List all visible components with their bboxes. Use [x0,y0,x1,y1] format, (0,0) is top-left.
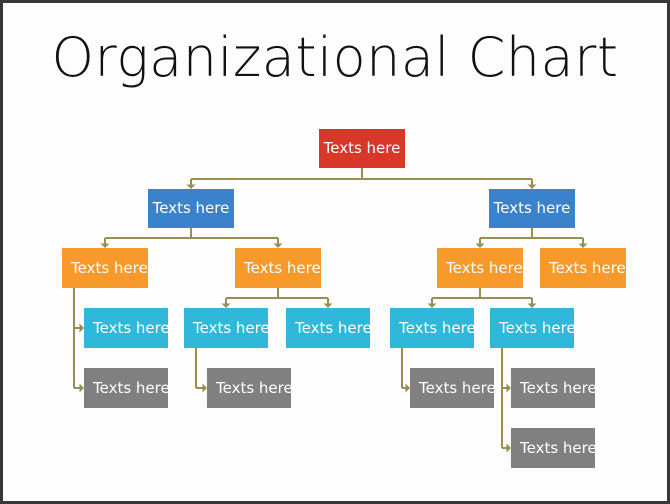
org-node-n10[interactable]: Texts here [286,308,370,348]
org-node-n8[interactable]: Texts here [84,308,168,348]
org-node-n2[interactable]: Texts here [148,189,234,228]
org-node-label: Texts here [493,199,571,217]
org-node-n17[interactable]: Texts here [511,428,595,468]
org-node-label: Texts here [71,258,148,277]
org-node-label: Texts here [499,318,574,337]
org-node-n7[interactable]: Texts here [540,248,626,288]
org-node-label: Texts here [93,318,168,337]
org-node-label: Texts here [193,318,268,337]
org-node-label: Texts here [323,139,401,157]
org-node-label: Texts here [520,438,595,457]
org-node-n6[interactable]: Texts here [437,248,523,288]
org-node-n12[interactable]: Texts here [490,308,574,348]
org-node-label: Texts here [399,318,474,337]
org-node-n13[interactable]: Texts here [84,368,168,408]
org-node-n1[interactable]: Texts here [319,129,405,168]
org-node-label: Texts here [216,378,291,397]
org-node-n11[interactable]: Texts here [390,308,474,348]
org-node-n4[interactable]: Texts here [62,248,148,288]
org-node-label: Texts here [446,258,523,277]
org-node-n9[interactable]: Texts here [184,308,268,348]
org-node-label: Texts here [520,378,595,397]
org-node-n16[interactable]: Texts here [511,368,595,408]
org-node-n3[interactable]: Texts here [489,189,575,228]
org-node-label: Texts here [93,378,168,397]
org-node-label: Texts here [549,258,626,277]
org-node-label: Texts here [244,258,321,277]
page-title: Organizational Chart [51,26,619,89]
org-node-n14[interactable]: Texts here [207,368,291,408]
org-node-n15[interactable]: Texts here [410,368,494,408]
org-node-label: Texts here [152,199,230,217]
org-node-label: Texts here [419,378,494,397]
org-node-label: Texts here [295,318,370,337]
org-node-n5[interactable]: Texts here [235,248,321,288]
